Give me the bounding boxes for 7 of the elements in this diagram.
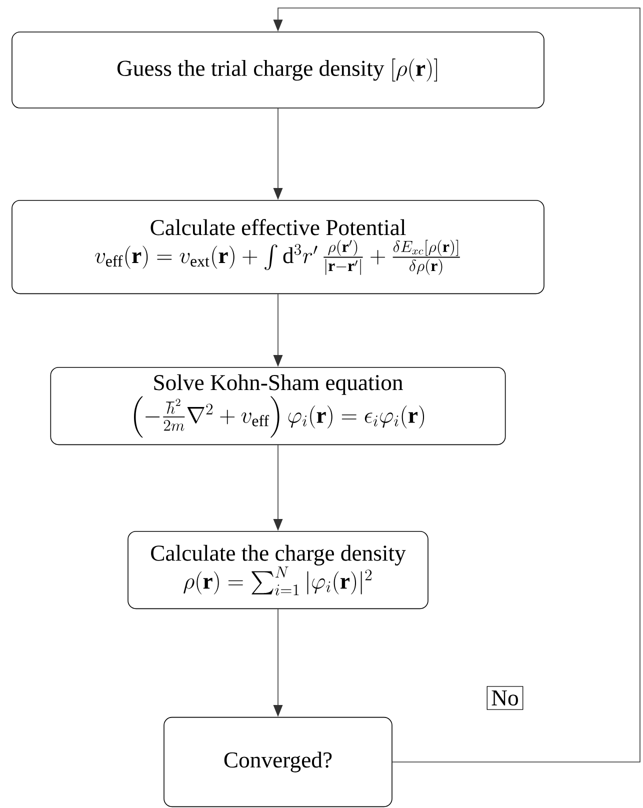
process-box: Converged? bbox=[164, 716, 392, 808]
process-box: Calculate effective Potential $v_{\text{eff}}(\mathbf{r}) = v_{\text{ext}}(\mathbf{r}) + \int \mathrm{d}^3 r' \, \frac{\rho(\mathbf{r}')}{|\mathbf{r}-\mathbf{r}'|} + \frac{\delta E_{xc}[\rho(\mathbf{r})]}{\delta \rho(\mathbf{r})}$ bbox=[12, 200, 544, 294]
process-box: Solve Kohn-Sham equation $\left(-\frac{\hbar^2}{2m}\nabla^2 + v_{\text{eff}}\right)\varphi_i(\mathbf{r}) = \epsilon_i \varphi_i(\mathbf{r})$ bbox=[50, 366, 506, 446]
process-box: Calculate the charge density $\rho(\mathbf{r}) = \sum_{i=1}^{N} |\varphi_i(\mathbf{r})|^2$ bbox=[128, 530, 428, 610]
arrow bbox=[273, 8, 640, 762]
edge-label: No bbox=[486, 686, 524, 710]
process-box: Guess the trial charge density $[\rho(\mathbf{r})]$ bbox=[12, 32, 544, 108]
